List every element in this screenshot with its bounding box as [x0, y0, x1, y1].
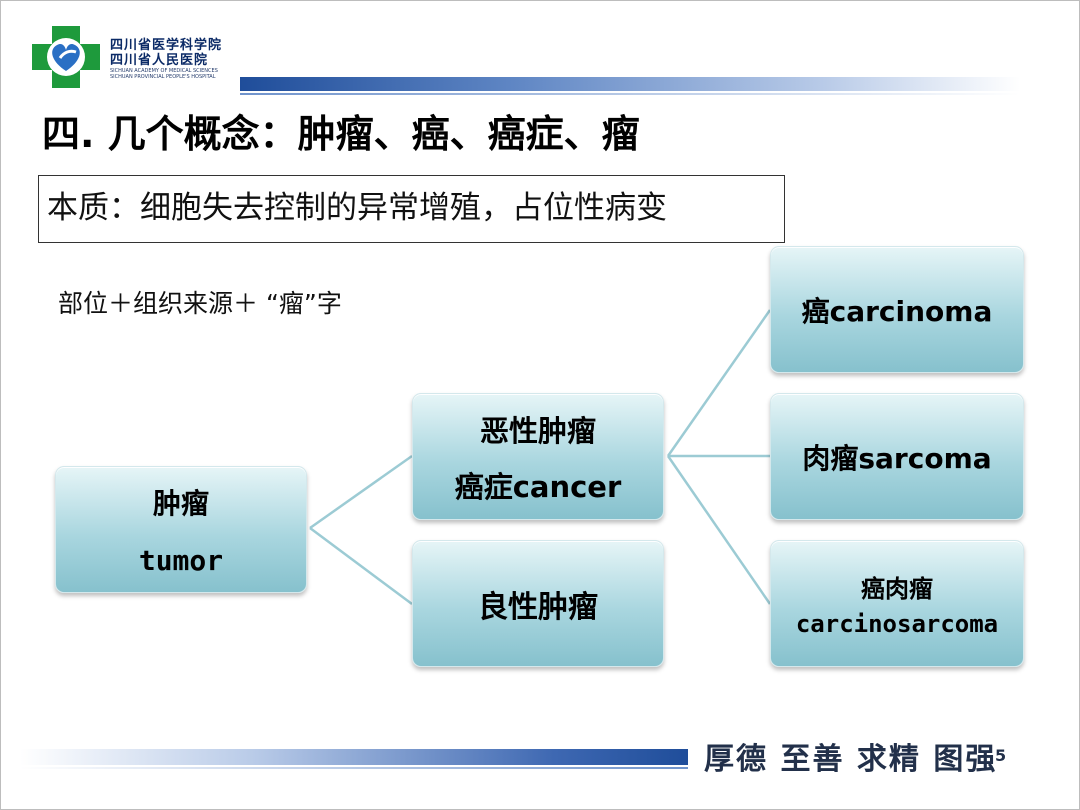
node-sarcoma: 肉瘤sarcoma	[770, 393, 1024, 520]
node-tumor: 肿瘤 tumor	[55, 466, 307, 593]
header-bar-thin	[240, 93, 1020, 95]
essence-box: 本质：细胞失去控制的异常增殖，占位性病变	[38, 175, 785, 243]
connector-malignant-carcinosarcoma	[666, 455, 772, 605]
node-carcinosarcoma: 癌肉瘤 carcinosarcoma	[770, 540, 1024, 667]
node-benign-tumor: 良性肿瘤	[412, 540, 664, 667]
footer-bar-thin	[20, 767, 688, 769]
node-sarcoma-label: 肉瘤sarcoma	[802, 441, 992, 475]
connector-tumor-malignant	[309, 454, 413, 530]
hospital-logo-icon	[32, 26, 100, 88]
page-number: 5	[995, 746, 1007, 765]
node-benign-cn: 良性肿瘤	[478, 589, 598, 625]
institution-name: 四川省医学科学院 四川省人民医院 SICHUAN ACADEMY OF MEDI…	[110, 38, 222, 80]
header-bar	[240, 77, 1020, 91]
node-malignant-cn: 恶性肿瘤	[479, 413, 596, 448]
connector-tumor-benign	[309, 526, 413, 606]
connector-malignant-carcinoma	[666, 309, 772, 457]
node-tumor-en: tumor	[138, 544, 224, 577]
institution-name-en-1: SICHUAN ACADEMY OF MEDICAL SCIENCES	[110, 68, 218, 74]
institution-name-cn-2: 四川省人民医院	[110, 53, 209, 68]
node-carcinoma-label: 癌carcinoma	[801, 294, 993, 328]
footer-bar	[20, 749, 688, 765]
institution-name-en-2: SICHUAN PROVINCIAL PEOPLE'S HOSPITAL	[110, 74, 216, 80]
node-malignant-cancer: 癌症cancer	[454, 469, 622, 504]
node-tumor-cn: 肿瘤	[152, 487, 209, 520]
node-malignant-tumor: 恶性肿瘤 癌症cancer	[412, 393, 664, 520]
footer-motto: 厚德 至善 求精 图强	[704, 742, 998, 777]
node-carcinosarcoma-en: carcinosarcoma	[795, 610, 999, 638]
institution-name-cn-1: 四川省医学科学院	[110, 38, 223, 53]
node-carcinosarcoma-cn: 癌肉瘤	[861, 575, 933, 603]
slide-title: 四. 几个概念：肿瘤、癌、癌症、瘤	[42, 112, 640, 156]
naming-rule: 部位＋组织来源＋ “瘤”字	[58, 289, 342, 318]
node-carcinoma: 癌carcinoma	[770, 246, 1024, 373]
